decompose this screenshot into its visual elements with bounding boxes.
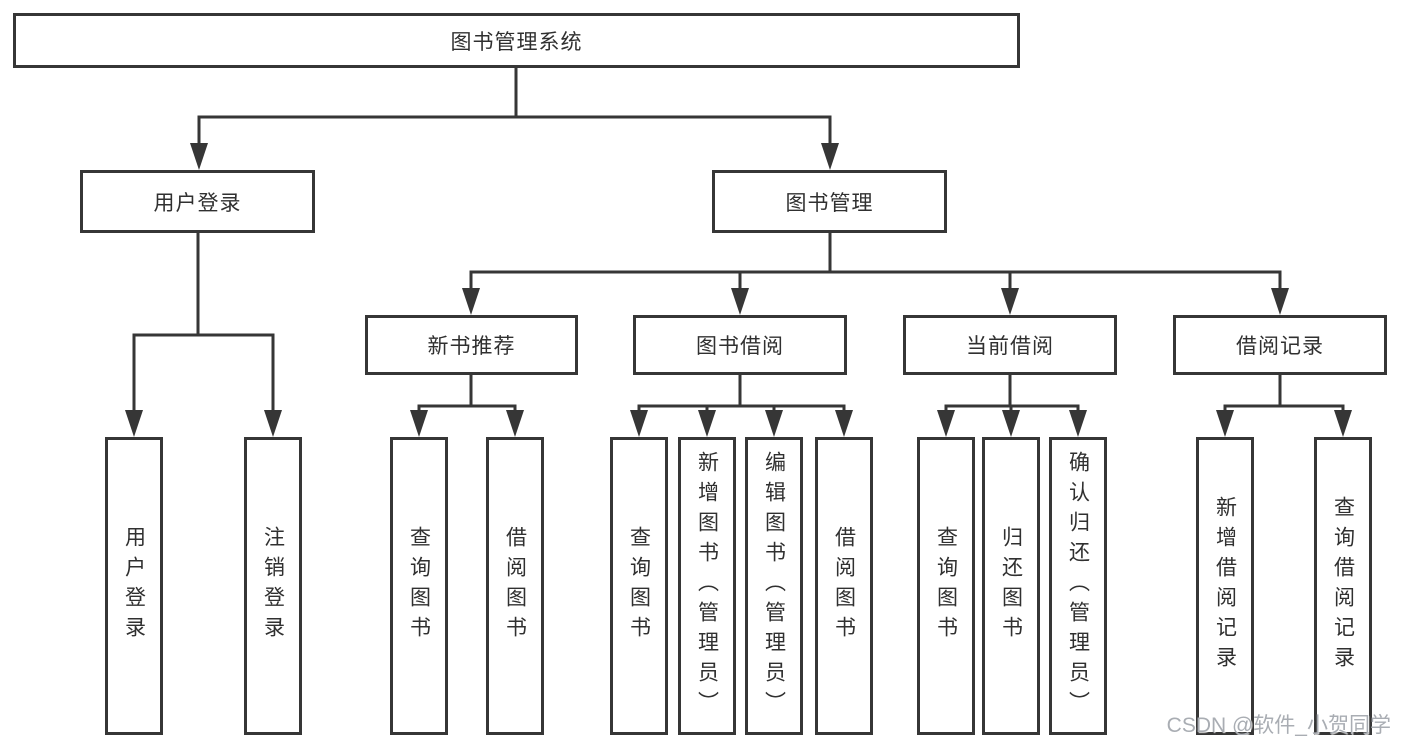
leaf-return-books-label: 归还图书 <box>999 526 1023 646</box>
node-borrow-records-label: 借阅记录 <box>1236 335 1324 358</box>
leaf-add-book-admin-label: 新增图书（管理员） <box>695 451 719 721</box>
leaf-add-book-admin: 新增图书（管理员） <box>678 437 736 735</box>
leaf-query-borrow-record: 查询借阅记录 <box>1314 437 1372 735</box>
node-book-borrow: 图书借阅 <box>633 315 847 375</box>
node-user-login-label: 用户登录 <box>153 191 242 215</box>
node-system-root-label: 图书管理系统 <box>450 30 583 54</box>
node-user-login: 用户登录 <box>80 170 315 233</box>
leaf-query-books-borrow: 查询图书 <box>610 437 668 735</box>
leaf-confirm-return-admin-label: 确认归还（管理员） <box>1066 451 1090 721</box>
leaf-borrow-books-borrow-label: 借阅图书 <box>832 526 856 646</box>
leaf-user-login: 用户登录 <box>105 437 163 735</box>
leaf-query-books-newbook: 查询图书 <box>390 437 448 735</box>
leaf-query-borrow-record-label: 查询借阅记录 <box>1331 496 1355 676</box>
leaf-add-borrow-record: 新增借阅记录 <box>1196 437 1254 735</box>
node-new-book-recommend-label: 新书推荐 <box>427 335 516 358</box>
leaf-confirm-return-admin: 确认归还（管理员） <box>1049 437 1107 735</box>
node-new-book-recommend: 新书推荐 <box>365 315 578 375</box>
leaf-add-borrow-record-label: 新增借阅记录 <box>1213 496 1237 676</box>
leaf-borrow-books-newbook: 借阅图书 <box>486 437 544 735</box>
node-borrow-records: 借阅记录 <box>1173 315 1387 375</box>
arrowhead-icons <box>125 143 1352 437</box>
node-current-borrow: 当前借阅 <box>903 315 1117 375</box>
leaf-query-books-newbook-label: 查询图书 <box>407 526 431 646</box>
node-current-borrow-label: 当前借阅 <box>966 335 1054 358</box>
node-system-root: 图书管理系统 <box>13 13 1020 68</box>
node-book-management: 图书管理 <box>712 170 947 233</box>
leaf-logout-label: 注销登录 <box>261 526 285 646</box>
leaf-return-books: 归还图书 <box>982 437 1040 735</box>
leaf-borrow-books-newbook-label: 借阅图书 <box>503 526 527 646</box>
node-book-management-label: 图书管理 <box>785 191 874 215</box>
leaf-edit-book-admin-label: 编辑图书（管理员） <box>762 451 786 721</box>
leaf-query-books-borrow-label: 查询图书 <box>627 526 651 646</box>
watermark: CSDN @软件_小贺同学 <box>1166 714 1391 737</box>
leaf-borrow-books-borrow: 借阅图书 <box>815 437 873 735</box>
node-book-borrow-label: 图书借阅 <box>696 335 784 358</box>
leaf-logout: 注销登录 <box>244 437 302 735</box>
leaf-edit-book-admin: 编辑图书（管理员） <box>745 437 803 735</box>
leaf-query-books-current-label: 查询图书 <box>934 526 958 646</box>
leaf-query-books-current: 查询图书 <box>917 437 975 735</box>
leaf-user-login-label: 用户登录 <box>122 526 146 646</box>
